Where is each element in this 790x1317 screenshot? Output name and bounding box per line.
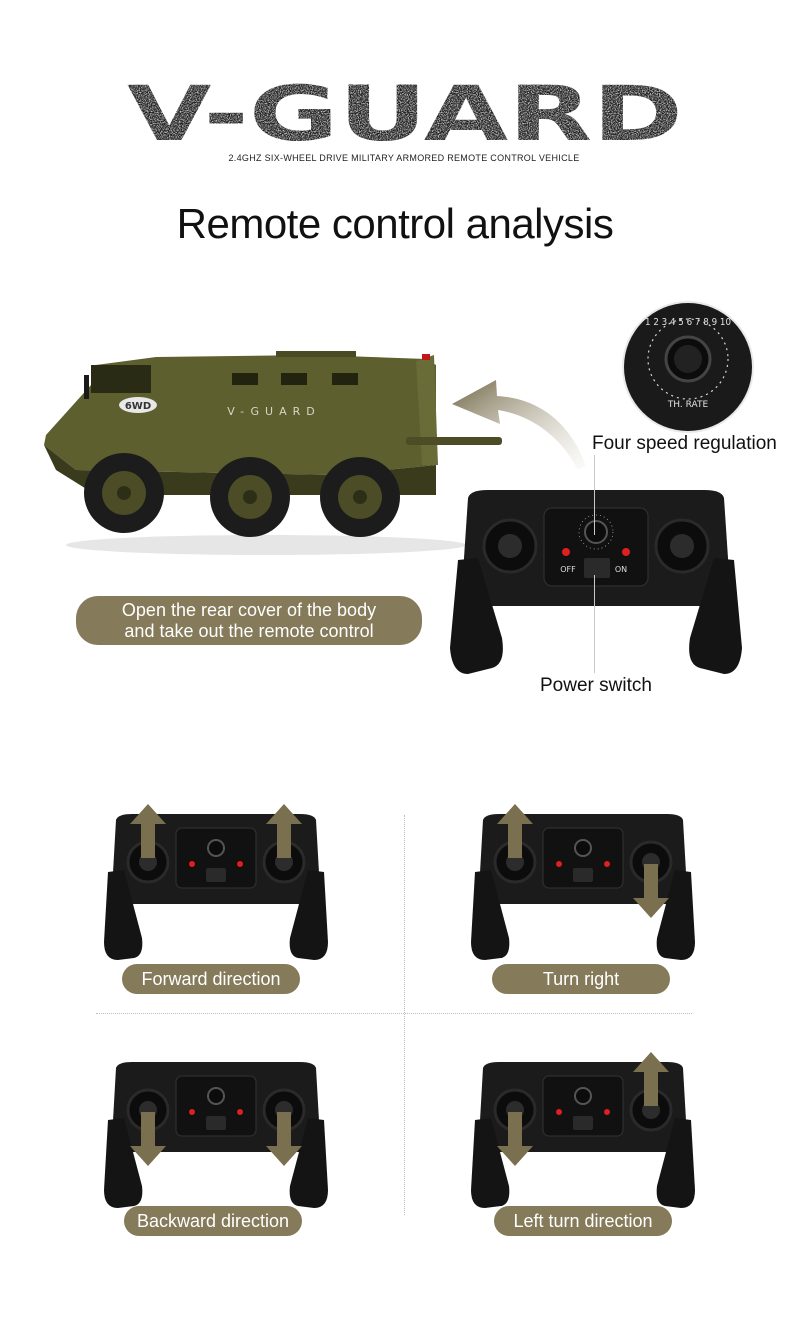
arrow-down-icon	[130, 1112, 166, 1166]
arrow-down-icon	[266, 1112, 302, 1166]
direction-label: Left turn direction	[494, 1206, 672, 1236]
brand-logo: V-GUARD	[125, 78, 685, 146]
direction-label: Backward direction	[124, 1206, 302, 1236]
dial-callout-line	[594, 455, 595, 535]
logo-text: V-GUARD	[127, 78, 683, 146]
mini-controller	[104, 804, 328, 960]
direction-cell	[467, 780, 699, 1010]
page-title: Remote control analysis	[176, 200, 614, 247]
direction-cell	[467, 1028, 699, 1258]
vehicle-badge: 6WD	[125, 401, 151, 412]
dial-label: TH. RATE	[667, 400, 709, 410]
vehicle-image: 6WD V-GUARD	[36, 345, 506, 560]
grid-divider-vertical	[404, 815, 405, 1215]
dial-callout: Four speed regulation	[592, 433, 777, 454]
switch-callout: Power switch	[540, 675, 652, 696]
curved-arrow-icon	[440, 380, 590, 480]
arrow-up-icon	[497, 804, 533, 858]
switch-off-label: OFF	[560, 565, 576, 574]
remote-controller: OFF ON	[448, 488, 744, 678]
switch-callout-line	[594, 575, 595, 673]
mini-controller	[104, 1062, 328, 1208]
instruction-pill: Open the rear cover of the body and take…	[76, 596, 422, 645]
dial-numbers: 1 2 3 4 5 6 7 8 9 10	[645, 317, 731, 328]
arrow-up-icon	[633, 1052, 669, 1106]
arrow-down-icon	[497, 1112, 533, 1166]
mini-controller	[471, 1052, 695, 1208]
arrow-up-icon	[130, 804, 166, 858]
brand-subtitle: 2.4GHZ SIX-WHEEL DRIVE MILITARY ARMORED …	[228, 153, 580, 163]
direction-label: Turn right	[492, 964, 670, 994]
arrow-up-icon	[266, 804, 302, 858]
direction-label: Forward direction	[122, 964, 300, 994]
mini-controller	[471, 804, 695, 960]
vehicle-side-text: V-GUARD	[227, 405, 320, 418]
direction-cell	[100, 780, 332, 1010]
direction-cell	[100, 1028, 332, 1258]
arrow-down-icon	[633, 864, 669, 918]
switch-on-label: ON	[615, 565, 627, 574]
speed-dial-zoom: 1 2 3 4 5 6 7 8 9 10 TH. RATE	[624, 303, 752, 431]
grid-divider-horizontal	[96, 1013, 692, 1014]
